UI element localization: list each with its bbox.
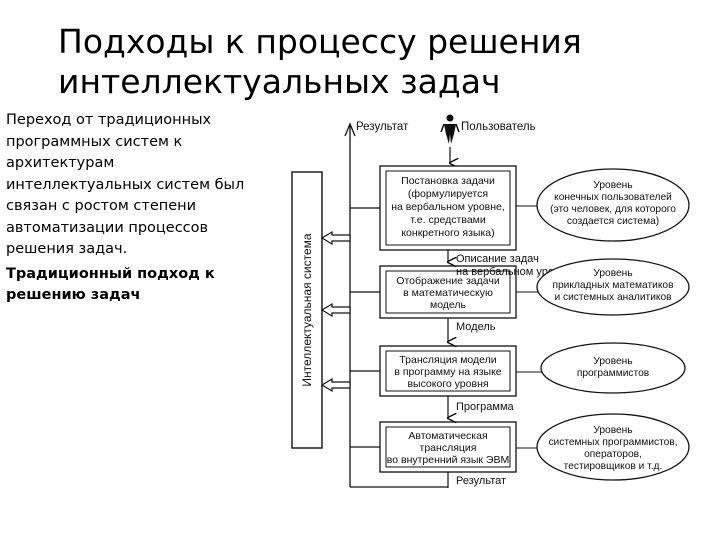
process-box-1: Постановка задачи (формулируется на верб… <box>379 165 517 251</box>
box-3-line: высокого уровня <box>407 378 488 390</box>
cloud-4: Уровень системных программистов, операто… <box>536 413 690 481</box>
box-1-line: т.е. средствами <box>410 214 486 226</box>
box-2-line: в математическую <box>403 287 493 299</box>
process-box-3: Трансляция модели в программу на языке в… <box>379 345 517 397</box>
intro-paragraph: Переход от традиционных программных сист… <box>6 112 245 257</box>
slide-title: Подходы к процессу решения интеллектуаль… <box>58 22 678 102</box>
flow-arrows <box>350 250 448 488</box>
cloud-connectors <box>516 205 542 449</box>
cloud-1-line: конечных пользователей <box>554 192 672 203</box>
system-label: Интеллектуальная система <box>300 233 314 386</box>
user-icon <box>440 114 460 144</box>
box-1-line: конкретного языка) <box>401 227 494 239</box>
cloud-4-line: системных программистов, <box>548 437 677 448</box>
cloud-2-line: прикладных математиков <box>553 280 674 291</box>
cloud-2: Уровень прикладных математиков и системн… <box>536 258 690 316</box>
flow-label-result: Результат <box>456 475 506 487</box>
box-2-line: Отображение задачи <box>396 275 500 287</box>
flow-label-model: Модель <box>456 321 496 333</box>
cloud-4-line: тестировщиков и т.д. <box>564 461 663 472</box>
cloud-3-line: программистов <box>577 368 649 379</box>
slide-title-line-2: интеллектуальных задач <box>58 62 501 101</box>
process-box-2: Отображение задачи в математическую моде… <box>379 265 517 319</box>
top-result-label: Результат <box>356 121 409 133</box>
process-box-4: Автоматическая трансляция во внутренний … <box>379 421 517 473</box>
cloud-4-line: операторов, <box>584 449 642 460</box>
box-1-line: на вербальном уровне, <box>391 201 505 213</box>
cloud-1-line: Уровень <box>593 180 632 191</box>
cloud-3-line: Уровень <box>593 356 632 367</box>
cloud-4-line: Уровень <box>593 425 632 436</box>
box-3-line: в программу на языке <box>394 366 501 378</box>
subheading: Традиционный подход к решению задач <box>6 265 215 304</box>
flow-label-description: на вербальном уровне <box>456 266 572 278</box>
system-input-arrows <box>320 230 351 393</box>
cloud-1-line: (это человек, для которого <box>550 204 676 215</box>
box-4-line: трансляция <box>420 442 477 454</box>
flow-label-program: Программа <box>456 401 515 413</box>
cloud-1: Уровень конечных пользователей (это чело… <box>536 168 690 242</box>
cloud-3: Уровень программистов <box>540 342 686 394</box>
box-2-line: модель <box>430 299 467 311</box>
flow-label-description: Описание задач <box>456 253 539 265</box>
cloud-2-line: и системных аналитиков <box>554 292 671 303</box>
trunk-connectors <box>350 207 380 448</box>
cloud-1-line: создается система) <box>567 216 659 227</box>
box-4-line: Автоматическая <box>408 430 487 442</box>
box-1-line: (формулируется <box>408 188 488 200</box>
slide-body: Переход от традиционных программных сист… <box>6 110 264 310</box>
user-label: Пользователь <box>461 121 536 133</box>
top-result-arrowhead <box>344 122 356 137</box>
box-3-line: Трансляция модели <box>399 354 496 366</box>
slide-title-line-1: Подходы к процессу решения <box>58 22 582 61</box>
box-1-line: Постановка задачи <box>401 175 495 187</box>
cloud-2-line: Уровень <box>593 268 632 279</box>
box-4-line: во внутренний язык ЭВМ <box>387 454 509 466</box>
